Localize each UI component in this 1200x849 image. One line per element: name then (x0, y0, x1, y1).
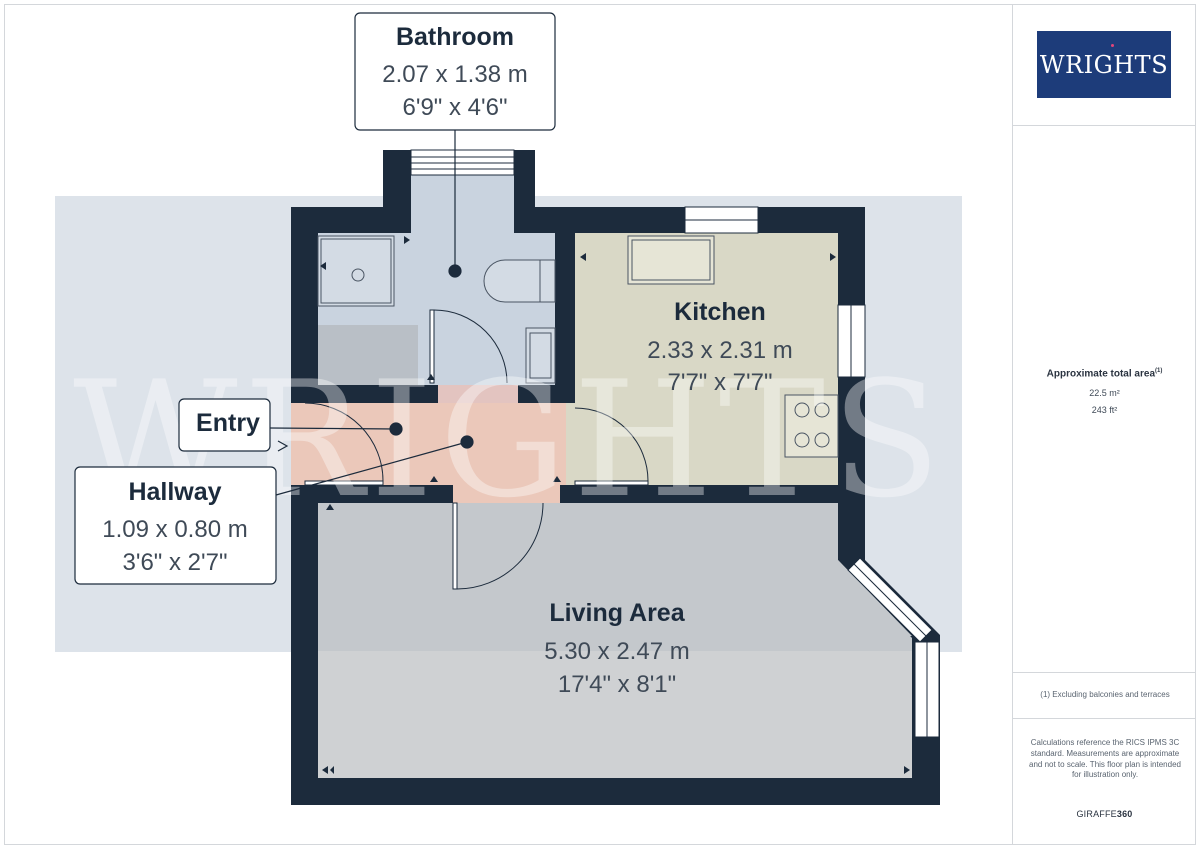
kitchen-door (574, 407, 649, 486)
store-floor (318, 325, 418, 385)
entry-name: Entry (196, 409, 260, 437)
bathroom-imperial: 6'9" x 4'6" (403, 94, 508, 121)
entry-door-gap (291, 403, 318, 485)
disclaimer: Calculations reference the RICS IPMS 3C … (1029, 738, 1181, 780)
info-sidebar: WRIGHTS Approximate total area(1) 22.5 m… (1012, 4, 1196, 845)
wrights-logo: WRIGHTS (1037, 31, 1171, 98)
divider (1013, 718, 1196, 719)
hallway-name: Hallway (128, 478, 221, 506)
kitchen-window-top (684, 206, 759, 234)
living-metric: 5.30 x 2.47 m (544, 638, 689, 665)
bathroom-alcove-floor (411, 175, 514, 235)
floor-plan: WRIGHTS Bathroom 2.07 x 1.38 m 6'9" x 4'… (55, 12, 962, 805)
divider (1013, 672, 1196, 673)
living-door-gap (453, 485, 560, 503)
living-imperial: 17'4" x 8'1" (558, 671, 676, 698)
basin (525, 327, 556, 384)
page-frame (4, 4, 1196, 845)
divider (1013, 125, 1196, 126)
measurement-markers (320, 236, 910, 774)
living-door (452, 502, 544, 590)
hallway-imperial: 3'6" x 2'7" (123, 549, 228, 576)
shower-tray (317, 235, 395, 307)
giraffe360-brand: GIRAFFE360 (1076, 809, 1133, 819)
bathroom-window (410, 149, 515, 176)
living-name: Living Area (549, 599, 685, 627)
partition-wall (555, 233, 575, 403)
pointer-lines (269, 130, 474, 496)
toilet (483, 259, 556, 303)
bathroom-label-box (354, 12, 556, 131)
kitchen-window-side (837, 304, 866, 378)
hob (784, 394, 839, 458)
hallway-metric: 1.09 x 0.80 m (102, 516, 247, 543)
kitchen-sink (627, 235, 715, 285)
kitchen-metric: 2.33 x 2.31 m (647, 337, 792, 364)
bathroom-name: Bathroom (396, 23, 514, 51)
kitchen-name: Kitchen (674, 298, 766, 326)
bay-window (847, 557, 940, 738)
bathroom-door-gap (438, 385, 518, 403)
area-m2: 22.5 m² (1089, 388, 1120, 398)
bathroom-door (429, 309, 508, 384)
area-title: Approximate total area(1) (1046, 368, 1163, 380)
kitchen-imperial: 7'7" x 7'7" (668, 369, 773, 396)
entry-label-box (178, 398, 271, 452)
logo-text: WRIGHTS (1039, 50, 1169, 79)
hallway-label-box (74, 466, 277, 585)
living-floor-lower (318, 651, 912, 778)
bathroom-metric: 2.07 x 1.38 m (382, 61, 527, 88)
footnote: (1) Excluding balconies and terraces (1040, 690, 1170, 699)
area-ft2: 243 ft² (1091, 405, 1118, 415)
hallway-floor (291, 403, 566, 485)
